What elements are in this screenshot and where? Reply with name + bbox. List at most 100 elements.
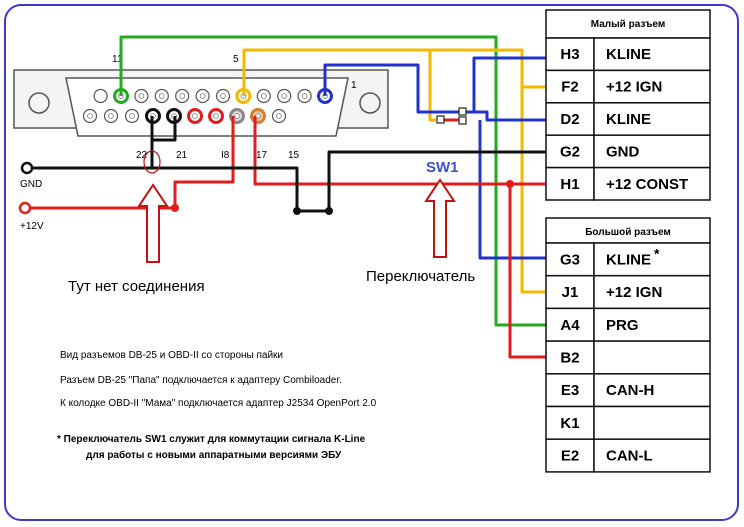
small-connector-signal-cell: [593, 102, 711, 136]
db25-pin-hole: [260, 93, 267, 99]
large-connector-signal-cell: [593, 438, 711, 473]
small-connector-pin-cell: [545, 166, 595, 201]
pin-number-11: 11: [112, 54, 123, 65]
v12-label: +12V: [20, 221, 44, 232]
wire-green-prg: [119, 35, 546, 327]
db25-pin-hole: [108, 113, 114, 119]
small-connector-signal-label: KLINE: [606, 46, 651, 63]
db25-pin-hole: [87, 113, 93, 119]
switch-contact-a: [458, 107, 467, 116]
pin-number-15: 15: [288, 150, 300, 161]
db25-shell: [65, 77, 349, 137]
db25-pin-hole: [220, 93, 226, 99]
db25-pin-hole: [192, 113, 198, 119]
large-connector-signal-label: PRG: [606, 317, 639, 334]
db25-pin-hole: [234, 113, 240, 119]
large-connector-signal-label: +12 IGN: [606, 284, 662, 301]
large-connector-signal-cell: [593, 405, 711, 440]
note-line-1: Вид разъемов DB-25 и OBD-II со стороны п…: [60, 350, 283, 361]
large-connector-pin-label: A4: [560, 317, 580, 334]
small-connector-pin-label: D2: [560, 111, 579, 128]
db25-pin-hole: [213, 113, 219, 119]
db25-mount-hole-left: [28, 92, 50, 114]
wire-black-pin21: [150, 116, 177, 168]
db25-pin-hole: [276, 113, 282, 119]
wire-blue-to-switch: [323, 63, 462, 114]
switch-annotation: Переключатель: [366, 268, 475, 285]
small-connector-title: Малый разъем: [591, 19, 665, 30]
db25-pin-hole: [301, 93, 308, 99]
large-connector-title: Большой разъем: [585, 227, 671, 238]
large-connector-pin-cell: [545, 438, 595, 473]
large-connector-pin-label: E3: [561, 382, 579, 399]
switch-contact-common: [436, 115, 445, 124]
large-connector-pin-cell: [545, 373, 595, 408]
db25-pin-hole: [138, 93, 145, 99]
large-connector-pin-label: K1: [560, 415, 579, 432]
large-connector-signal-cell: [593, 340, 711, 375]
wire-black-gnd-g2: [152, 150, 546, 213]
db25-pin-hole: [199, 93, 206, 99]
gnd-label: GND: [20, 179, 42, 190]
junction-black-2: [325, 207, 333, 215]
db25-pin-hole: [159, 93, 165, 99]
large-connector-footnote-mark: *: [654, 245, 660, 261]
small-connector-signal-label: GND: [606, 143, 640, 160]
wire-red-12v-pin18: [27, 116, 235, 210]
wire-blue-kline-g3: [478, 120, 546, 260]
junction-dots: [171, 180, 514, 215]
wire-blue-kline-h3: [472, 56, 546, 112]
small-connector-signal-cell: [593, 166, 711, 201]
large-connector-pin-cell: [545, 307, 595, 342]
diagram-frame: [4, 4, 739, 521]
arrow-switch: [424, 178, 456, 258]
small-connector-signal-cell: [593, 37, 711, 72]
pin-number-1: 1: [351, 80, 357, 91]
wire-blue-kline-d2: [462, 110, 546, 122]
small-connector-pin-cell: [545, 102, 595, 136]
switch-sw1: [436, 107, 467, 125]
small-connector-signal-cell: [593, 69, 711, 104]
footnote-line-2: для работы с новыми аппаратными версиями…: [86, 449, 342, 461]
large-connector-pin-label: B2: [560, 349, 579, 366]
small-connector-pin-label: H1: [560, 176, 579, 193]
v12-terminal: [18, 201, 32, 215]
switch-contact-b: [458, 116, 467, 125]
pin-number-21: 21: [176, 150, 188, 161]
pin-number-5: 5: [233, 54, 239, 65]
large-connector-signal-label: KLINE*: [606, 245, 660, 268]
junction-red-12v: [171, 204, 179, 212]
pin-number-22: 22: [136, 150, 148, 161]
no-connection-label: Тут нет соединения: [68, 278, 205, 295]
note-line-3: К колодке OBD-II "Мама" подключается ада…: [60, 398, 377, 409]
large-connector-signal-label: CAN-H: [606, 382, 654, 399]
pin-number-18: I8: [221, 150, 230, 161]
wire-yellow-ign-large: [520, 87, 546, 294]
pin-number-17: 17: [256, 150, 268, 161]
large-connector-signal-cell: [593, 274, 711, 310]
no-connection-circle: [143, 150, 161, 174]
gnd-terminal: [20, 161, 34, 175]
db25-pin-top: [93, 88, 108, 104]
note-line-2: Разъем DB-25 "Папа" подключается к адапт…: [60, 375, 342, 386]
large-connector-pin-label: E2: [561, 448, 579, 465]
db25-mount-hole-right: [359, 92, 381, 114]
wire-red-b2: [508, 184, 546, 359]
arrow-no-connection: [137, 183, 169, 263]
db25-pins: [82, 88, 333, 124]
switch-label: SW1: [426, 159, 459, 176]
db25-pin-hole: [129, 113, 135, 119]
small-connector-pin-label: G2: [560, 143, 580, 160]
junction-black-1: [293, 207, 301, 215]
junction-red: [506, 180, 514, 188]
db25-connector: [13, 69, 389, 137]
footnote-line-1: * Переключатель SW1 служит для коммутаци…: [57, 434, 366, 445]
wire-red-const: [253, 116, 546, 186]
large-connector-signal-label: CAN-L: [606, 448, 653, 465]
db25-pin-hole: [179, 93, 186, 99]
small-connector-pin-label: F2: [561, 79, 579, 96]
